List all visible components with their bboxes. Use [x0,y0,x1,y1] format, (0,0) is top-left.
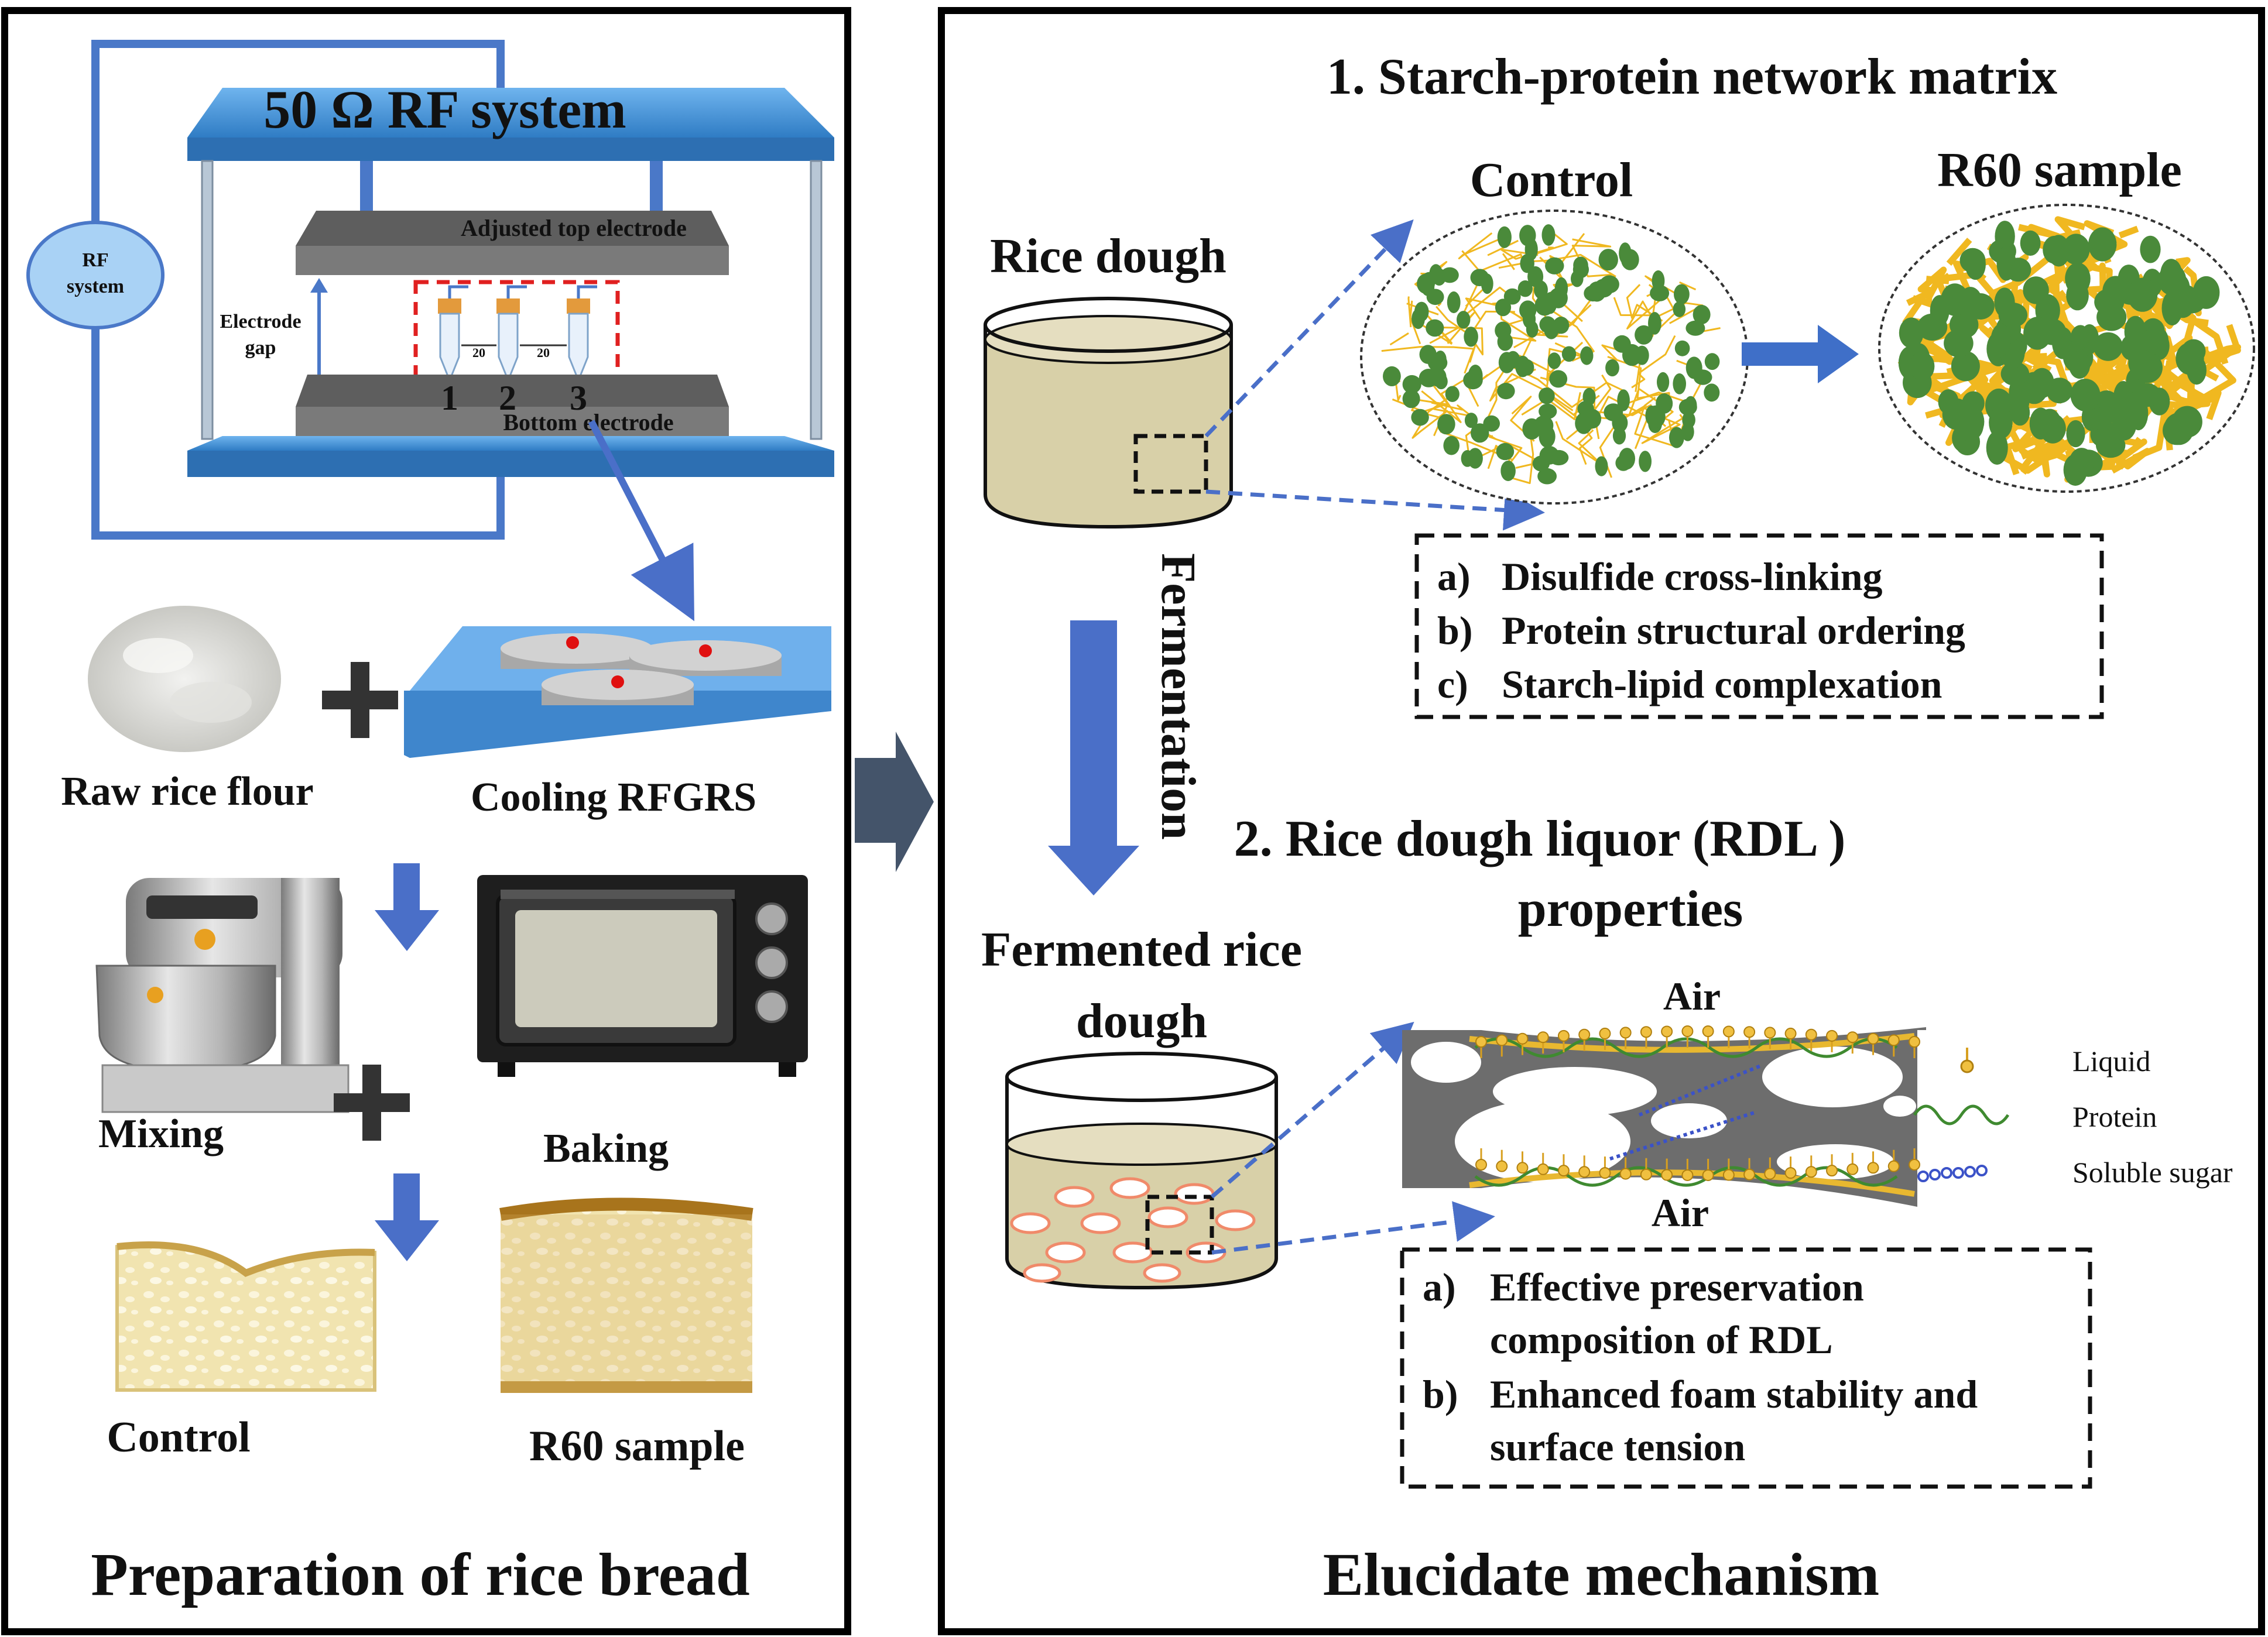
bottom-plate [187,436,834,451]
baking-label: Baking [543,1126,669,1171]
list2-item-b-line1: Enhanced foam stability and [1490,1372,1978,1416]
r60-label: R60 sample [1937,143,2182,197]
right-panel-title: Elucidate mechanism [1323,1541,1879,1608]
plus-icon [322,662,398,738]
list2-item-b-line2: surface tension [1490,1425,1745,1469]
fermented-label-1: Fermented rice [981,922,1302,977]
fermentation-label: Fermentation [1151,553,1205,840]
foam-film-diagram [1402,1025,1935,1209]
list2-marker-a: a) [1423,1265,1456,1309]
list1-marker-b: b) [1437,608,1472,653]
soluble-sugar-legend-icon [1917,1165,1988,1182]
list1-marker-c: c) [1437,662,1468,706]
raw-flour-label: Raw rice flour [61,769,314,814]
rf-system-circle [26,221,165,330]
fermented-label-2: dough [1076,994,1207,1048]
down-arrow-icon [375,863,439,951]
top-plate [187,88,834,138]
mechanism-list-2: a) Effective preservation composition of… [1400,1247,2092,1489]
control-bread-image [115,1241,376,1392]
left-panel-title: Preparation of rice bread [91,1541,749,1608]
tube-number-3: 3 [570,379,587,417]
r60-network-circle [1878,204,2255,493]
down-arrow-icon [375,1173,439,1261]
right-panel-frame [938,7,2265,1635]
list2-item-a-line2: composition of RDL [1490,1317,1833,1362]
raw-rice-flour-image [88,606,281,752]
rf-circle-label-1: RF [82,249,108,271]
tube-number-2: 2 [499,379,516,417]
list1-item-b: Protein structural ordering [1502,608,1965,653]
liquid-legend-icon [1960,1059,1974,1073]
tube-number-1: 1 [441,379,458,417]
rice-dough-label: Rice dough [990,229,1226,283]
rf-title: 50 Ω RF system [263,80,626,139]
top-electrode-label: Adjusted top electrode [461,215,687,241]
to-tray-arrow [588,420,694,622]
r60-bread-label: R60 sample [529,1422,745,1470]
rice-dough-beaker [984,297,1233,529]
plus-icon [334,1065,410,1141]
list1-item-c: Starch-lipid complexation [1502,662,1942,706]
control-bread-label: Control [107,1413,250,1461]
section1-title: 1. Starch-protein network matrix [1327,49,2057,105]
transition-arrow-icon [1742,325,1859,383]
mixing-label: Mixing [98,1111,224,1156]
legend-soluble-sugar: Soluble sugar [2072,1156,2233,1189]
electrode-gap-label-1: Electrode [220,311,301,332]
legend-protein: Protein [2072,1100,2157,1133]
gap-label-2: 20 [537,345,550,360]
control-label: Control [1470,153,1633,207]
air-top-label: Air [1663,974,1721,1018]
section2-title-line2: properties [1518,881,1743,938]
air-bottom-label: Air [1652,1190,1709,1235]
fermented-dough-beaker [1005,1052,1278,1290]
electrode-gap-label-2: gap [245,337,276,359]
bottom-electrode-label: Bottom electrode [503,409,673,435]
cooling-tray-image [404,626,831,758]
foam-legend: Liquid Protein Soluble sugar [1913,1045,2233,1189]
rf-circle-label-2: system [67,276,124,297]
cooling-label: Cooling RFGRS [471,775,756,820]
fermentation-arrow-icon [1048,620,1139,895]
sample-tubes: 20 20 [438,285,597,383]
oven-image [477,875,808,1077]
process-arrow-icon [855,732,934,872]
left-panel-frame [1,7,851,1635]
mixer-image [95,878,350,1113]
list2-marker-b: b) [1423,1372,1458,1416]
top-electrode [296,211,729,246]
r60-bread-image [499,1197,753,1393]
list1-marker-a: a) [1437,554,1471,599]
control-network-circle [1360,210,1749,505]
section2-title-line1: 2. Rice dough liquor (RDL ) [1234,811,1846,867]
legend-liquid: Liquid [2072,1045,2150,1077]
protein-legend-icon [1913,1104,2010,1125]
mechanism-list-1: a) Disulfide cross-linking b) Protein st… [1414,533,2104,719]
rf-system-diagram: RF system 50 Ω RF system Adjusted top el… [26,40,834,540]
list2-item-a-line1: Effective preservation [1490,1265,1864,1309]
gap-label-1: 20 [472,345,485,360]
bottom-electrode [296,375,729,407]
list1-item-a: Disulfide cross-linking [1502,554,1883,599]
